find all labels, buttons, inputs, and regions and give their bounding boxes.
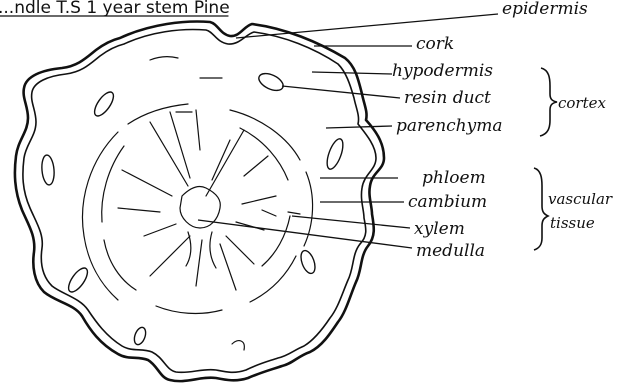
leader-hypodermis xyxy=(312,72,392,74)
label-cortex: cortex xyxy=(558,94,607,112)
phloem-arc-bottom-right xyxy=(250,256,296,302)
xylem-ray xyxy=(206,130,244,196)
cambium-arc-lower-left xyxy=(104,240,136,290)
leader-epidermis xyxy=(236,14,498,38)
resin-duct-8 xyxy=(232,341,244,350)
cortex-cell-mark xyxy=(150,57,178,60)
xylem-ray xyxy=(210,232,216,268)
phloem-arc-top-left xyxy=(128,104,188,124)
xylem-ray xyxy=(196,110,200,150)
xylem-ray xyxy=(122,170,172,196)
resin-duct-7 xyxy=(132,326,148,346)
brace-vascular-tissue xyxy=(534,168,548,250)
phloem-arc-left xyxy=(82,132,118,300)
resin-ducts xyxy=(41,57,346,350)
leader-xylem xyxy=(292,216,410,228)
diagram-title: ...ndle T.S 1 year stem Pine xyxy=(0,0,230,18)
label-xylem: xylem xyxy=(414,219,465,239)
phloem-arc-bottom xyxy=(156,306,222,313)
xylem-ray xyxy=(196,240,202,286)
label-cork: cork xyxy=(416,34,454,54)
label-tissue: tissue xyxy=(550,214,595,232)
label-vascular: vascular xyxy=(548,190,613,208)
leader-resin-duct xyxy=(282,86,400,98)
vascular-ring xyxy=(82,104,312,313)
epidermis-outline xyxy=(15,22,384,382)
xylem-ray xyxy=(242,196,276,204)
label-medulla: medulla xyxy=(416,241,485,261)
resin-duct-1 xyxy=(256,70,285,94)
xylem-ray xyxy=(288,212,300,214)
xylem-ray xyxy=(118,208,160,212)
label-phloem: phloem xyxy=(422,168,486,188)
cambium-arc-left xyxy=(102,146,124,222)
resin-duct-2 xyxy=(91,89,117,119)
xylem-ray xyxy=(244,156,268,176)
xylem-ray xyxy=(170,112,190,178)
brace-cortex xyxy=(540,68,557,136)
label-epidermis: epidermis xyxy=(502,0,588,19)
resin-duct-3 xyxy=(324,137,346,171)
xylem-ray xyxy=(226,236,254,264)
xylem-ray xyxy=(220,244,236,290)
label-resin-duct: resin duct xyxy=(404,88,491,108)
label-cambium: cambium xyxy=(408,192,487,212)
cambium-arc-lower-right xyxy=(262,216,290,266)
xylem-ray xyxy=(144,224,176,236)
label-parenchyma: parenchyma xyxy=(396,116,502,136)
resin-duct-6 xyxy=(298,249,317,276)
resin-duct-4 xyxy=(41,155,56,186)
resin-duct-5 xyxy=(65,265,91,295)
cork-layer-outline xyxy=(23,30,376,373)
xylem-rays xyxy=(118,110,300,290)
xylem-ray xyxy=(150,236,190,276)
label-hypodermis: hypodermis xyxy=(392,61,493,81)
xylem-ray xyxy=(262,210,276,216)
